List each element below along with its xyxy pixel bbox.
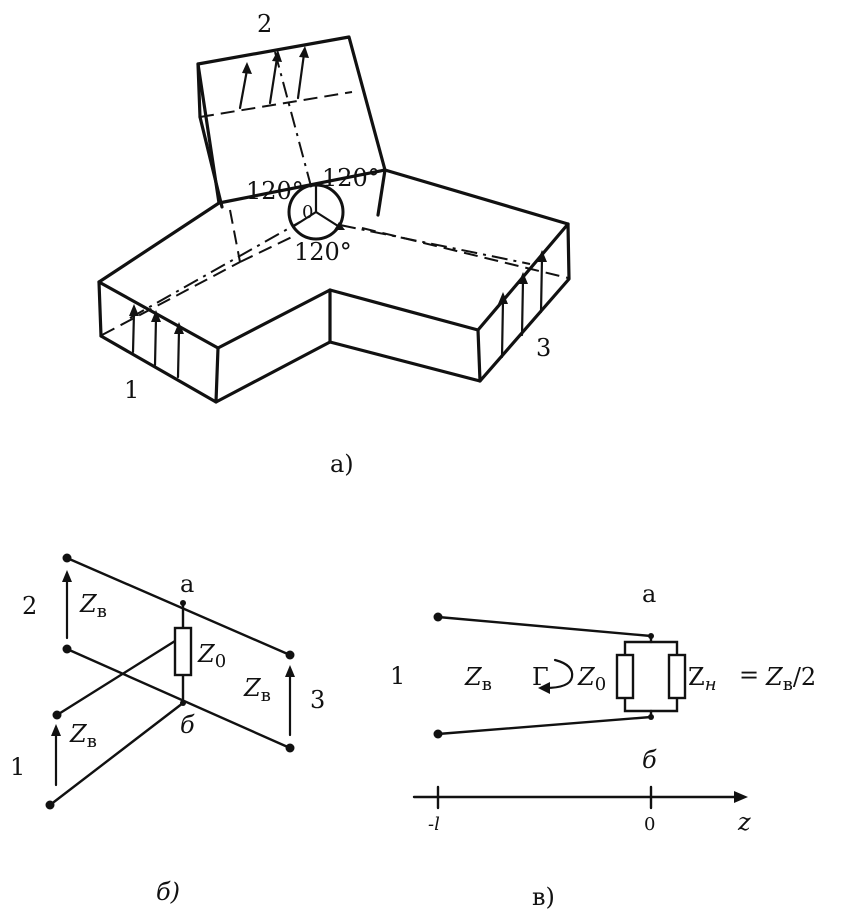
panel-b-center-impedance: Z [197, 640, 216, 668]
center-label: 0 [302, 202, 313, 223]
panel-b-port-2-label: 2 [22, 592, 37, 620]
panel-c-port-label: 1 [390, 662, 405, 690]
panel-c: 1 Zв Γ Z0 Zн = Zв/2 а б -l 0 z в) [390, 580, 816, 911]
panel-c-tick-zero: 0 [644, 814, 655, 835]
panel-c-load-value-suffix: /2 [793, 663, 816, 691]
svg-text:Zв: Zв [69, 720, 97, 752]
panel-b-node-bottom: б [180, 711, 195, 739]
panel-c-reflection: Γ [532, 663, 549, 691]
panel-b-impedance-port3: Z [243, 674, 262, 702]
panel-b-center-impedance-sub: 0 [215, 651, 226, 672]
port-2-label: 2 [257, 10, 272, 38]
angle-label-top-right: 120° [322, 164, 380, 192]
panel-c-shunt-impedance-sub: 0 [595, 674, 606, 695]
svg-text:Zв: Zв [79, 590, 107, 622]
svg-text:Zв: Zв [243, 674, 271, 706]
panel-c-caption: в) [532, 883, 555, 911]
panel-c-node-top: а [642, 580, 656, 608]
panel-c-line-impedance-sub: в [482, 674, 492, 695]
panel-c-load-value: Z [765, 663, 784, 691]
panel-b-impedance-port3-sub: в [261, 685, 271, 706]
panel-b-impedance-port2-sub: в [97, 601, 107, 622]
svg-text:Zв: Zв [464, 663, 492, 695]
y-junction-body [97, 35, 571, 404]
port-3-label: 3 [536, 334, 551, 362]
panel-c-load-impedance-sub: н [705, 674, 717, 695]
panel-b-impedance-port2: Z [79, 590, 98, 618]
panel-b: 2 1 3 Zв Zв Zв Z0 а б б) [10, 553, 325, 906]
panel-c-axis-label: z [737, 808, 751, 836]
svg-text:Z0: Z0 [577, 663, 606, 695]
field-arrows [129, 46, 547, 379]
panel-c-load-impedance: Z [688, 663, 705, 691]
panel-c-load-value-sub: в [783, 674, 793, 695]
ferrite-disk: 0 [287, 182, 345, 241]
panel-a: 0 120° 120° 120° 2 1 3 а) [97, 10, 571, 478]
panel-c-wires [433, 612, 687, 739]
panel-c-equals: = [739, 661, 759, 689]
panel-b-impedance-port1-sub: в [87, 731, 97, 752]
z-axis [412, 785, 748, 810]
panel-c-node-bottom: б [642, 746, 657, 774]
panel-b-wires [45, 553, 295, 810]
panel-c-tick-left: -l [428, 814, 440, 835]
panel-b-impedance-port1: Z [69, 720, 88, 748]
panel-a-caption: а) [330, 450, 354, 478]
svg-text:Zн: Zн [688, 663, 717, 695]
svg-text:Zв/2: Zв/2 [765, 663, 816, 695]
panel-b-port-1-label: 1 [10, 753, 25, 781]
panel-b-node-top: а [180, 570, 194, 598]
panel-c-line-impedance: Z [464, 663, 483, 691]
panel-c-shunt-impedance: Z [577, 663, 596, 691]
panel-b-caption: б) [156, 878, 180, 906]
port-1-label: 1 [124, 376, 139, 404]
angle-label-bottom: 120° [294, 238, 352, 266]
svg-text:Z0: Z0 [197, 640, 226, 672]
angle-label-top-left: 120° [246, 177, 304, 205]
panel-b-port-3-label: 3 [310, 686, 325, 714]
